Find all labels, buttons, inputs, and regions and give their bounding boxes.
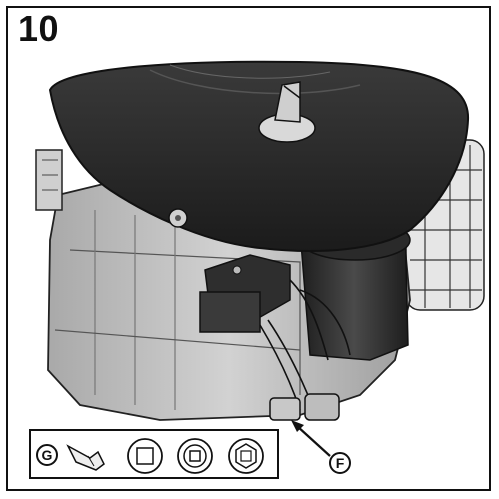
fuel-shutoff-valve xyxy=(269,393,340,421)
svg-text:G: G xyxy=(42,447,53,463)
tools-inset: G xyxy=(29,429,279,479)
fitting-icon xyxy=(66,444,105,471)
blower-housing xyxy=(48,60,470,252)
svg-text:F: F xyxy=(336,455,345,471)
callout-g: G xyxy=(36,444,58,466)
oil-fill-cap xyxy=(258,81,316,143)
callout-arrow xyxy=(291,420,331,457)
step-number: 10 xyxy=(18,8,60,49)
mounting-bolt-center xyxy=(175,215,181,221)
callout-f: F xyxy=(329,452,351,474)
side-bracket xyxy=(35,149,63,211)
square-drive-icon xyxy=(127,438,163,474)
square-socket-icon xyxy=(177,438,213,474)
hex-socket-icon xyxy=(228,438,264,474)
carburetor xyxy=(199,254,291,333)
